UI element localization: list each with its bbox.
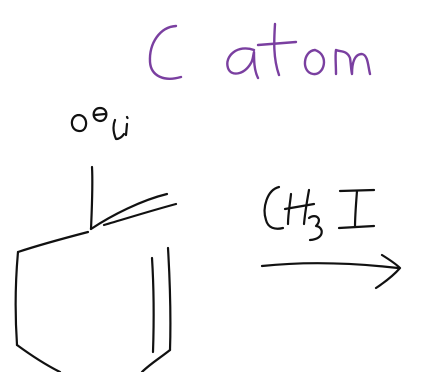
reagent-letter-h-right <box>302 188 311 226</box>
heading-letter-o <box>303 48 326 76</box>
reagent-subscript-3 <box>307 215 323 242</box>
heading-handwriting <box>148 22 372 80</box>
ring-right-outer-bond <box>166 246 172 352</box>
arrow-head <box>374 253 402 290</box>
ring-top-right-bond <box>89 192 169 231</box>
lithium-letter-l <box>112 118 126 141</box>
substituent-handwriting <box>70 106 129 141</box>
ring-left-bond <box>14 250 20 347</box>
heading-letter-a <box>226 47 260 80</box>
heading-letter-m <box>334 48 372 76</box>
lithium-letter-i <box>124 122 129 137</box>
ring-top-left-bond <box>16 230 90 254</box>
ring-right-inner-bond <box>150 256 155 354</box>
reaction-arrow <box>260 253 402 290</box>
ring-bottom-left-bond <box>15 343 62 372</box>
heading-letter-c <box>148 24 183 80</box>
phenoxide-structure <box>14 165 178 372</box>
c-o-bond <box>89 165 94 231</box>
arrow-shaft <box>260 262 400 270</box>
heading-letter-t-stem <box>273 22 281 77</box>
lithium-dot <box>125 115 129 120</box>
oxygen-letter <box>70 113 88 133</box>
negative-charge-dash <box>93 112 107 117</box>
heading-letter-t-bar <box>256 40 298 47</box>
ring-right-upper-bond <box>102 202 178 227</box>
reagent-letter-h-bar <box>283 202 316 211</box>
reagent-letter-c <box>263 185 285 230</box>
negative-charge-circle <box>92 106 108 123</box>
reagent-handwriting <box>263 185 376 242</box>
ring-bottom-right-bond <box>140 348 172 372</box>
reagent-letter-i-bottom <box>337 224 376 230</box>
reagent-letter-i-stem <box>353 189 359 229</box>
